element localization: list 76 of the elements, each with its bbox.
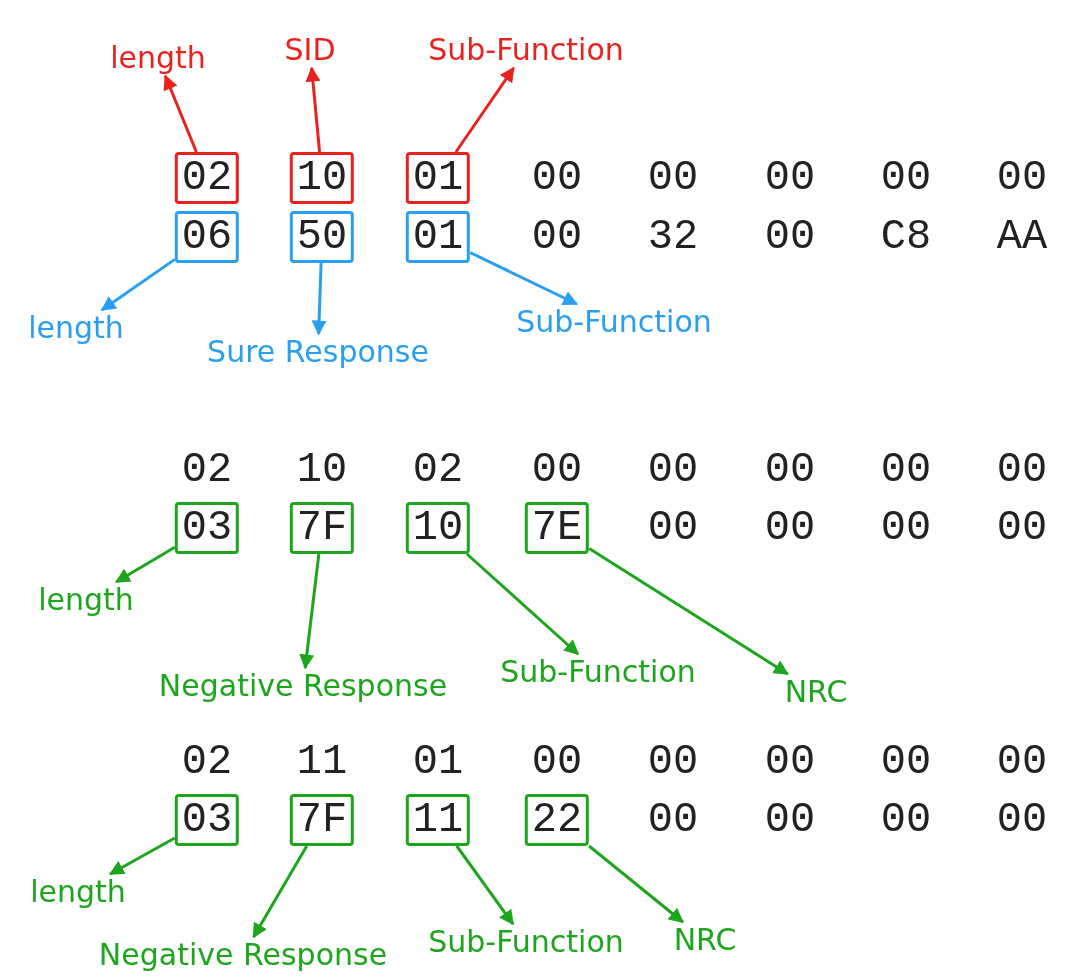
annotation-label: Sub-Function xyxy=(516,304,712,340)
byte-value: 00 xyxy=(764,156,816,200)
annotation-label: length xyxy=(28,310,124,346)
arrow xyxy=(252,845,309,939)
byte-value: 00 xyxy=(996,506,1048,550)
byte-value: 00 xyxy=(880,506,932,550)
byte-value: 00 xyxy=(764,740,816,784)
annotation-label: NRC xyxy=(784,674,848,710)
annotation-label: Sub-Function xyxy=(428,32,624,68)
byte-value: 00 xyxy=(764,215,816,259)
arrow xyxy=(469,251,579,306)
highlighted-byte: 10 xyxy=(289,152,355,204)
arrow xyxy=(108,836,176,876)
highlighted-byte: 03 xyxy=(174,502,240,554)
byte-value: 02 xyxy=(181,448,233,492)
byte-value: 00 xyxy=(531,215,583,259)
highlighted-byte: 01 xyxy=(405,211,471,263)
highlighted-byte: 02 xyxy=(174,152,240,204)
byte-value: 00 xyxy=(647,156,699,200)
byte-value: 00 xyxy=(647,798,699,842)
arrow xyxy=(454,66,515,153)
annotation-label: Negative Response xyxy=(158,668,448,704)
highlighted-byte: 22 xyxy=(524,794,590,846)
byte-value: 00 xyxy=(996,798,1048,842)
annotation-label: length xyxy=(30,874,126,910)
byte-value: 00 xyxy=(764,506,816,550)
byte-value: 00 xyxy=(880,156,932,200)
highlighted-byte: 06 xyxy=(174,211,240,263)
byte-value: 00 xyxy=(996,448,1048,492)
byte-value: 00 xyxy=(880,798,932,842)
byte-value: 00 xyxy=(647,740,699,784)
highlighted-byte: 7E xyxy=(524,502,590,554)
highlighted-byte: 03 xyxy=(174,794,240,846)
arrow xyxy=(311,262,327,336)
arrow xyxy=(588,547,789,676)
highlighted-byte: 50 xyxy=(289,211,355,263)
byte-value: 10 xyxy=(296,448,348,492)
annotation-label: NRC xyxy=(673,922,737,958)
annotation-label: Sub-Function xyxy=(500,654,696,690)
annotation-label: Sub-Function xyxy=(428,924,624,960)
annotation-label: Sure Response xyxy=(207,334,429,370)
annotation-label: SID xyxy=(284,32,336,68)
arrow xyxy=(588,844,684,924)
highlighted-byte: 7F xyxy=(289,794,355,846)
annotation-label: Negative Response xyxy=(98,937,388,973)
byte-value: 32 xyxy=(647,215,699,259)
byte-value: 00 xyxy=(647,506,699,550)
byte-value: 00 xyxy=(764,798,816,842)
byte-value: 00 xyxy=(647,448,699,492)
arrow xyxy=(114,545,176,584)
arrow xyxy=(299,553,321,670)
byte-value: 00 xyxy=(531,740,583,784)
byte-value: AA xyxy=(996,215,1048,259)
byte-value: 00 xyxy=(531,156,583,200)
highlighted-byte: 11 xyxy=(405,794,471,846)
byte-value: 00 xyxy=(764,448,816,492)
byte-value: 01 xyxy=(412,740,464,784)
arrow xyxy=(163,74,198,153)
byte-value: 00 xyxy=(880,740,932,784)
byte-value: 00 xyxy=(996,156,1048,200)
byte-value: 00 xyxy=(531,448,583,492)
arrow xyxy=(305,66,322,153)
byte-value: 02 xyxy=(181,740,233,784)
highlighted-byte: 10 xyxy=(405,502,471,554)
highlighted-byte: 7F xyxy=(289,502,355,554)
arrow xyxy=(465,552,580,656)
highlighted-byte: 01 xyxy=(405,152,471,204)
byte-value: 02 xyxy=(412,448,464,492)
annotation-label: length xyxy=(110,40,206,76)
byte-value: 11 xyxy=(296,740,348,784)
arrow xyxy=(455,845,515,926)
byte-value: 00 xyxy=(880,448,932,492)
byte-value: C8 xyxy=(880,215,932,259)
arrow xyxy=(100,258,176,312)
byte-value: 00 xyxy=(996,740,1048,784)
annotation-label: length xyxy=(38,582,134,618)
